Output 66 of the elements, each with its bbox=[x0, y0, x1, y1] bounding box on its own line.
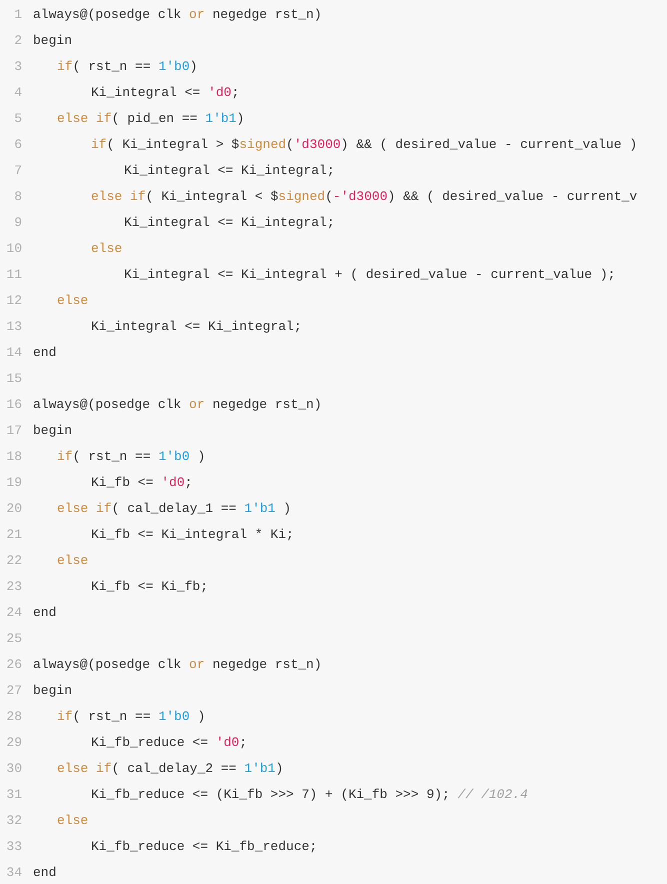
code-line: Ki_integral <= Ki_integral; bbox=[124, 163, 335, 179]
line-number: 28 bbox=[5, 709, 22, 725]
code-line: else bbox=[91, 241, 122, 257]
line-number: 11 bbox=[5, 267, 22, 283]
code-line: begin bbox=[33, 33, 72, 49]
line-number: 27 bbox=[5, 683, 22, 699]
code-line: Ki_integral <= 'd0; bbox=[91, 85, 240, 101]
code-line: Ki_fb_reduce <= (Ki_fb >>> 7) + (Ki_fb >>> 9); // /102.4 bbox=[91, 787, 528, 803]
code-line: else bbox=[57, 813, 88, 829]
code-line: else bbox=[57, 293, 88, 309]
code-line: else if( pid_en == 1'b1) bbox=[57, 111, 244, 127]
code-line: end bbox=[33, 345, 56, 361]
code-line: always@(posedge clk or negedge rst_n) bbox=[33, 7, 322, 23]
code-line: if( Ki_integral > $signed('d3000) && ( desired_value - current_value ) bbox=[91, 137, 638, 153]
line-number: 3 bbox=[13, 59, 22, 75]
line-number: 22 bbox=[5, 553, 22, 569]
line-number: 6 bbox=[13, 137, 22, 153]
line-number: 8 bbox=[13, 189, 22, 205]
line-number: 34 bbox=[5, 865, 22, 881]
line-number: 21 bbox=[5, 527, 22, 543]
code-line: Ki_fb_reduce <= 'd0; bbox=[91, 735, 248, 751]
line-number: 20 bbox=[5, 501, 22, 517]
line-number: 24 bbox=[5, 605, 22, 621]
code-line: Ki_integral <= Ki_integral; bbox=[91, 319, 302, 335]
line-number: 26 bbox=[5, 657, 22, 673]
code-line: always@(posedge clk or negedge rst_n) bbox=[33, 657, 322, 673]
code-line: else bbox=[57, 553, 88, 569]
code-line: Ki_fb <= 'd0; bbox=[91, 475, 192, 491]
line-number: 1 bbox=[13, 7, 22, 23]
line-number: 18 bbox=[5, 449, 22, 465]
line-number: 14 bbox=[5, 345, 22, 361]
code-line: begin bbox=[33, 683, 72, 699]
line-number: 23 bbox=[5, 579, 22, 595]
code-line: end bbox=[33, 605, 56, 621]
code-line: else if( Ki_integral < $signed(-'d3000) && ( desired_value - current_v bbox=[91, 189, 638, 205]
line-number: 10 bbox=[5, 241, 22, 257]
line-number: 13 bbox=[5, 319, 22, 335]
line-number: 31 bbox=[5, 787, 22, 803]
line-number: 15 bbox=[5, 371, 22, 387]
code-line: if( rst_n == 1'b0 ) bbox=[57, 709, 206, 725]
line-number: 32 bbox=[5, 813, 22, 829]
code-line: end bbox=[33, 865, 56, 881]
line-number: 33 bbox=[5, 839, 22, 855]
code-line: begin bbox=[33, 423, 72, 439]
line-number: 17 bbox=[5, 423, 22, 439]
code-line: else if( cal_delay_1 == 1'b1 ) bbox=[57, 501, 292, 517]
line-number: 4 bbox=[13, 85, 22, 101]
code-line: Ki_integral <= Ki_integral + ( desired_value - current_value ); bbox=[124, 267, 616, 283]
line-number: 9 bbox=[13, 215, 22, 231]
code-line: if( rst_n == 1'b0) bbox=[57, 59, 198, 75]
code-line: Ki_fb <= Ki_fb; bbox=[91, 579, 208, 595]
line-number: 29 bbox=[5, 735, 22, 751]
line-number: 12 bbox=[5, 293, 22, 309]
line-number: 7 bbox=[13, 163, 22, 179]
line-number: 19 bbox=[5, 475, 22, 491]
code-line: if( rst_n == 1'b0 ) bbox=[57, 449, 206, 465]
code-line: Ki_fb <= Ki_integral * Ki; bbox=[91, 527, 294, 543]
code-line: always@(posedge clk or negedge rst_n) bbox=[33, 397, 322, 413]
code-line: Ki_integral <= Ki_integral; bbox=[124, 215, 335, 231]
line-number: 2 bbox=[13, 33, 22, 49]
line-number: 25 bbox=[5, 631, 22, 647]
code-line: Ki_fb_reduce <= Ki_fb_reduce; bbox=[91, 839, 318, 855]
line-number: 5 bbox=[13, 111, 22, 127]
line-number: 30 bbox=[5, 761, 22, 777]
line-number: 16 bbox=[5, 397, 22, 413]
code-line: else if( cal_delay_2 == 1'b1) bbox=[57, 761, 284, 777]
